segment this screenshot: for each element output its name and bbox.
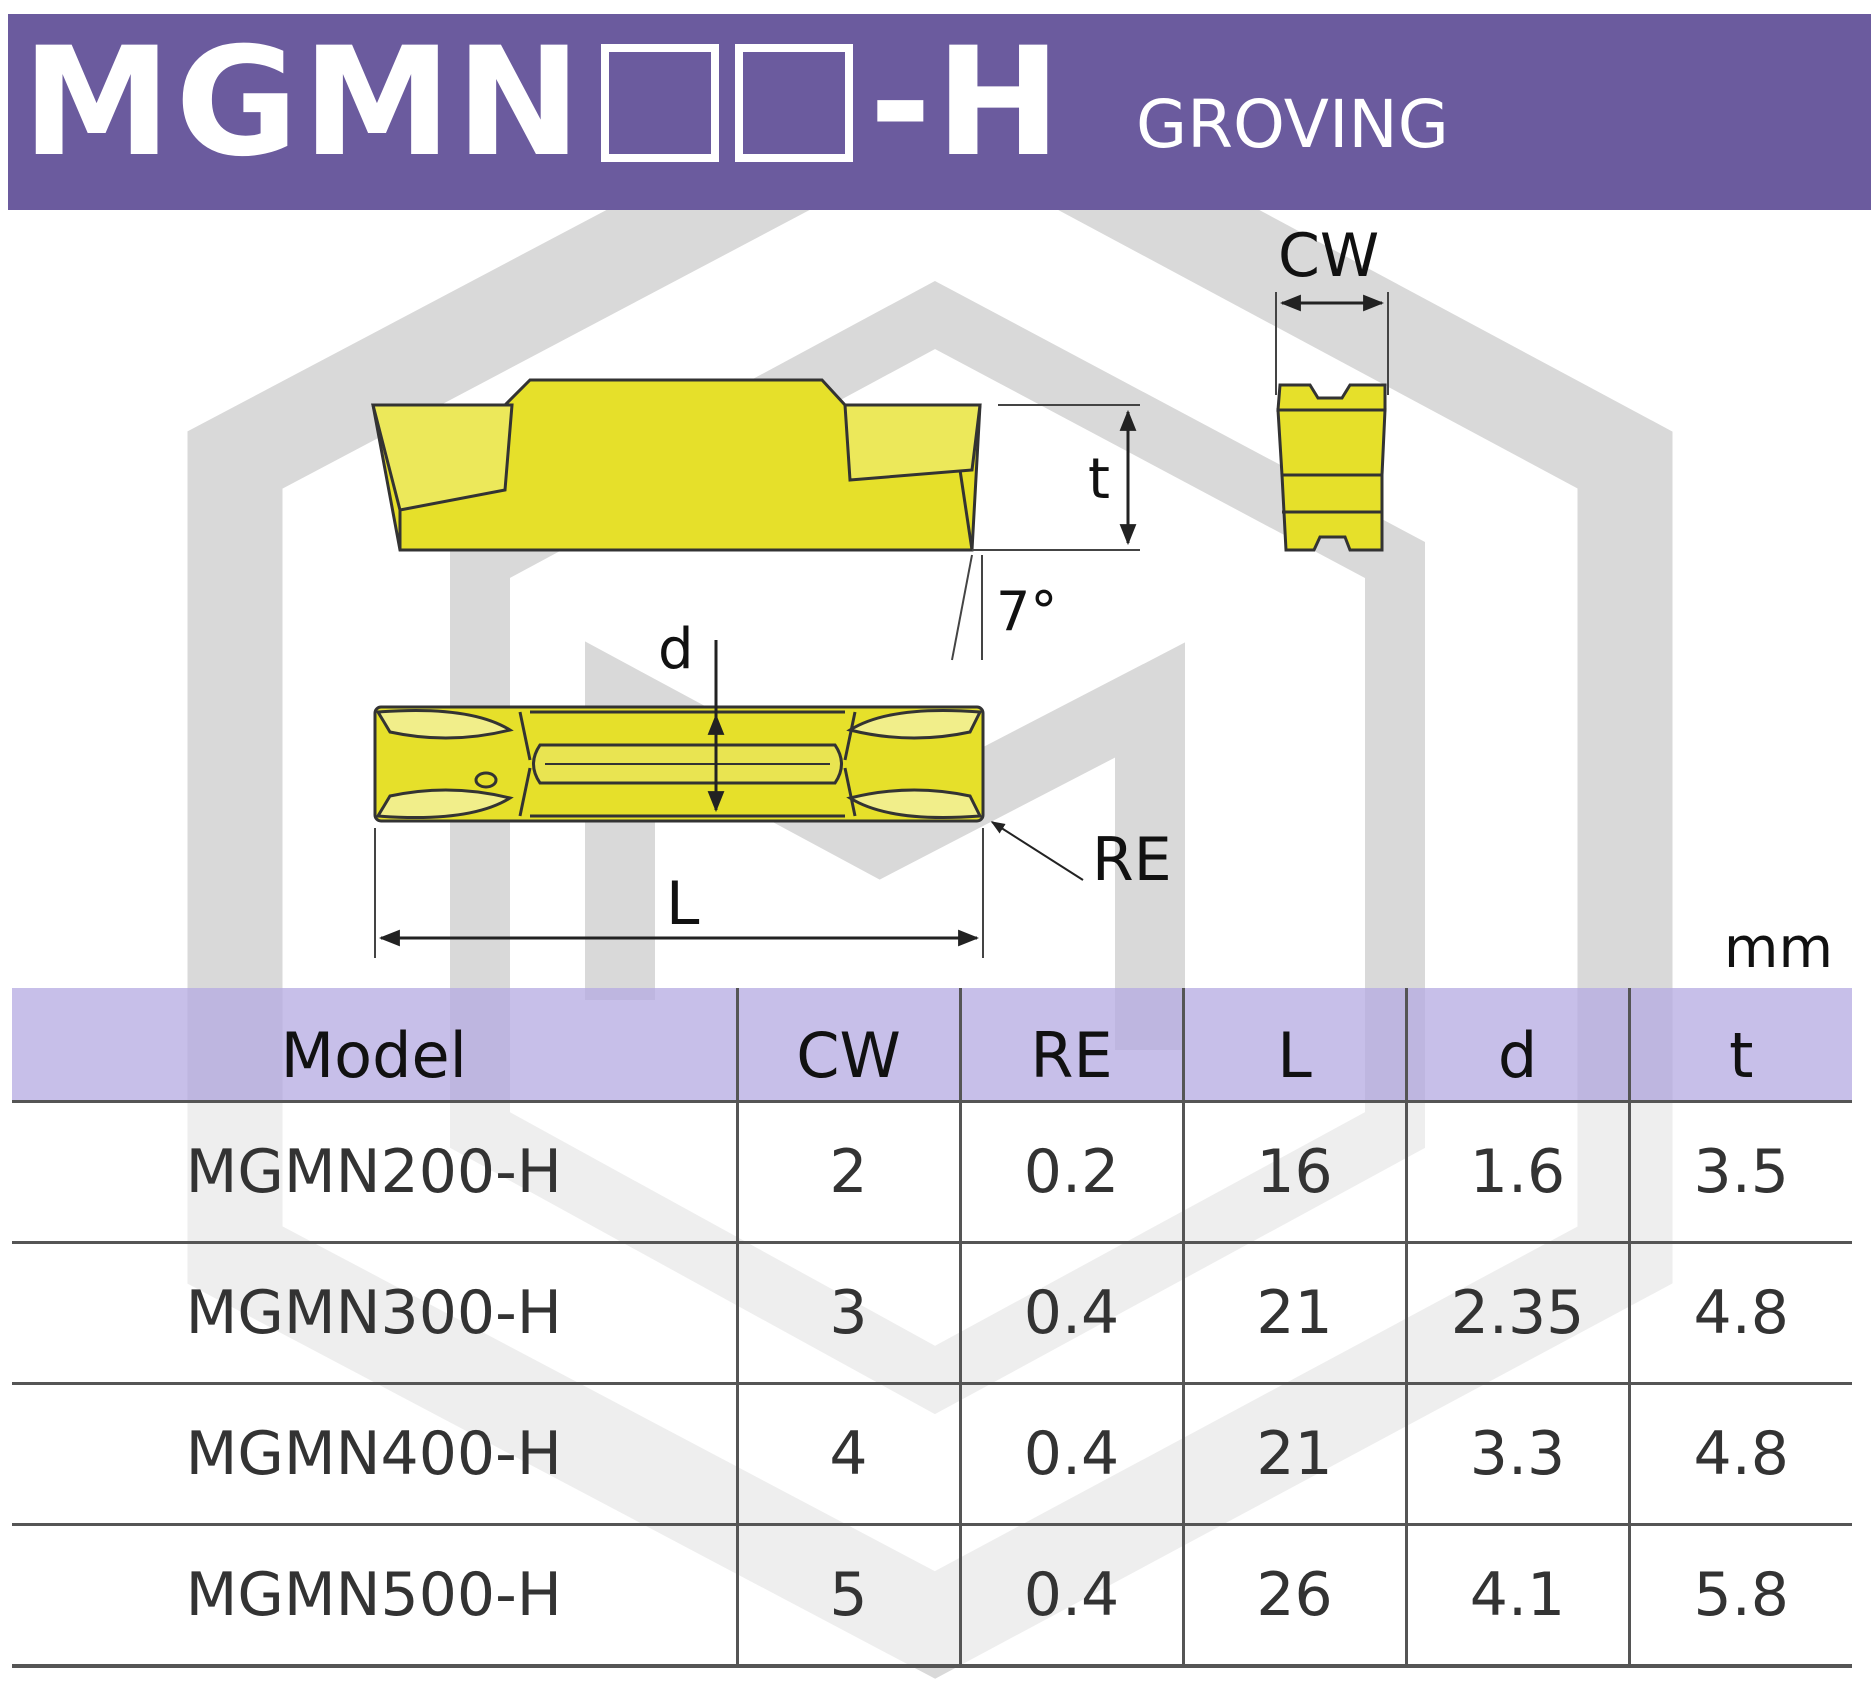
label-re: RE (1092, 825, 1172, 895)
cell-model: MGMN500-H (12, 1524, 739, 1668)
cell-model: MGMN400-H (12, 1383, 739, 1526)
re-leader-arrow (990, 821, 1084, 881)
specification-table: Model CW RE L d t MGMN200-H 2 0.2 16 1.6… (12, 988, 1852, 1668)
table-row: MGMN300-H 3 0.4 21 2.35 4.8 (12, 1242, 1852, 1385)
page-subtitle: GROVING (1136, 86, 1449, 163)
cell-re: 0.4 (958, 1524, 1185, 1668)
cell-d: 1.6 (1404, 1101, 1631, 1244)
insert-diagram: t 7° CW (371, 221, 1389, 958)
table-row: MGMN500-H 5 0.4 26 4.1 5.8 (12, 1524, 1852, 1668)
placeholder-box-icon (601, 44, 720, 162)
cell-t: 4.8 (1627, 1383, 1852, 1526)
insert-top-view (373, 705, 985, 823)
cell-d: 4.1 (1404, 1524, 1631, 1668)
unit-label: mm (1723, 916, 1833, 981)
cell-re: 0.2 (958, 1101, 1185, 1244)
cell-model: MGMN200-H (12, 1101, 739, 1244)
placeholder-box-icon (735, 44, 854, 162)
cell-t: 3.5 (1627, 1101, 1852, 1244)
label-d: d (658, 617, 694, 682)
cell-cw: 2 (735, 1101, 962, 1244)
cell-l: 21 (1181, 1242, 1408, 1385)
cell-d: 3.3 (1404, 1383, 1631, 1526)
column-header-cw: CW (735, 988, 962, 1103)
title-banner (8, 14, 1871, 210)
cell-re: 0.4 (958, 1383, 1185, 1526)
insert-end-view (1276, 383, 1387, 552)
label-t: t (1088, 447, 1110, 512)
cell-l: 21 (1181, 1383, 1408, 1526)
column-header-re: RE (958, 988, 1185, 1103)
cell-l: 26 (1181, 1524, 1408, 1668)
column-header-t: t (1627, 988, 1852, 1103)
label-cw: CW (1278, 221, 1379, 291)
column-header-d: d (1404, 988, 1631, 1103)
cell-t: 5.8 (1627, 1524, 1852, 1668)
angle-relief-line (951, 554, 973, 661)
cell-cw: 3 (735, 1242, 962, 1385)
label-angle: 7° (996, 580, 1057, 643)
table-row: MGMN400-H 4 0.4 21 3.3 4.8 (12, 1383, 1852, 1526)
label-l: L (666, 869, 700, 939)
insert-side-view (371, 378, 982, 552)
table-row: MGMN200-H 2 0.2 16 1.6 3.5 (12, 1101, 1852, 1244)
cell-re: 0.4 (958, 1242, 1185, 1385)
cell-model: MGMN300-H (12, 1242, 739, 1385)
title-prefix: MGMN (22, 16, 586, 190)
page-title: MGMN -H (22, 28, 1065, 178)
table-header-row: Model CW RE L d t (12, 988, 1852, 1103)
title-suffix: -H (869, 16, 1065, 190)
column-header-model: Model (12, 988, 739, 1103)
cell-t: 4.8 (1627, 1242, 1852, 1385)
cell-l: 16 (1181, 1101, 1408, 1244)
cell-cw: 4 (735, 1383, 962, 1526)
cell-cw: 5 (735, 1524, 962, 1668)
column-header-l: L (1181, 988, 1408, 1103)
cell-d: 2.35 (1404, 1242, 1631, 1385)
